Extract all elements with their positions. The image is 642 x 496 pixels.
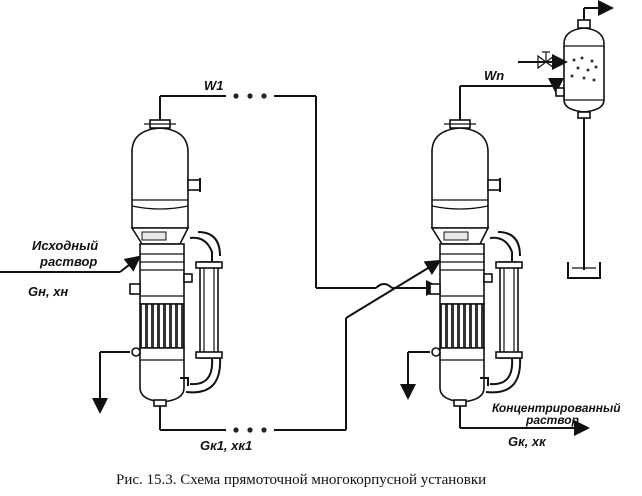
- vapor-line-wn: [459, 78, 564, 120]
- label-feed-line2: раствор: [39, 254, 97, 269]
- label-product-line1: Концентрированный: [492, 401, 621, 415]
- evaporator-n: [429, 119, 523, 410]
- label-feed-line1: Исходный: [32, 238, 98, 253]
- condenser: [518, 0, 614, 279]
- label-wn: Wn: [484, 68, 504, 83]
- figure-caption: Рис. 15.3. Схема прямоточной многокорпус…: [116, 472, 486, 488]
- label-gn-xn: Gн, xн: [28, 284, 68, 299]
- evaporator-1: [129, 119, 223, 410]
- product-outlet: [459, 410, 590, 436]
- drain-n: [400, 351, 430, 400]
- label-gk-xk: Gк, xк: [508, 434, 547, 449]
- label-product-line2: раствор: [525, 413, 579, 427]
- liquid-transfer-line: [159, 259, 442, 433]
- label-gk1-xk1: Gк1, xк1: [200, 438, 252, 453]
- vapor-line-w1: [159, 93, 442, 296]
- feed-inlet: [0, 255, 142, 273]
- label-w1: W1: [204, 78, 224, 93]
- drain-1: [92, 351, 130, 414]
